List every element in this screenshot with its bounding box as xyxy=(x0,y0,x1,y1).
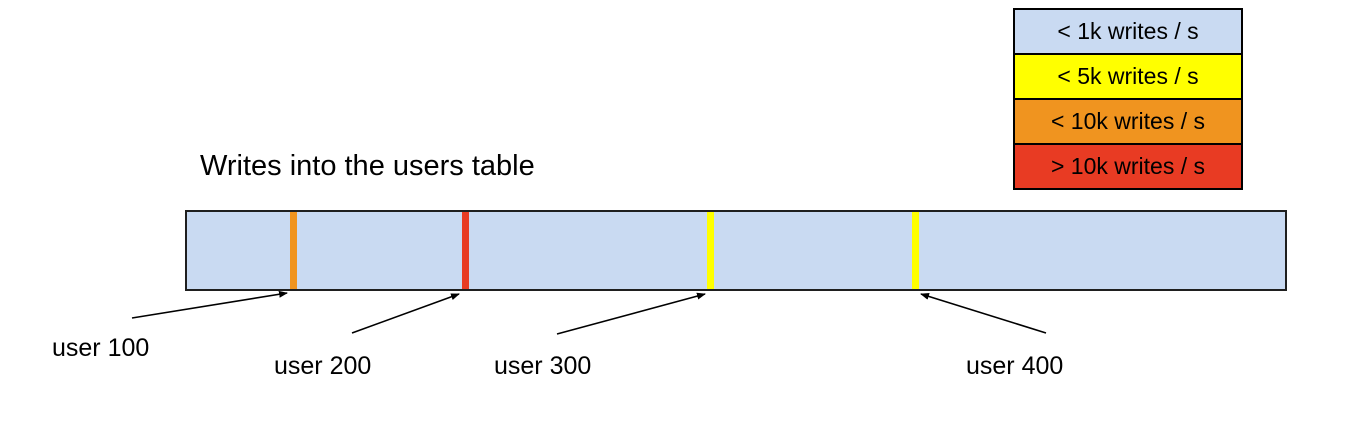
marker-user-200 xyxy=(462,212,469,289)
legend-item-gt-10k: > 10k writes / s xyxy=(1013,143,1243,190)
legend-item-lt-5k: < 5k writes / s xyxy=(1013,53,1243,100)
legend-item-lt-5k-label: < 5k writes / s xyxy=(1057,63,1199,89)
marker-user-300 xyxy=(707,212,714,289)
arrow-user-100 xyxy=(131,290,288,319)
arrow-user-200 xyxy=(351,293,460,334)
legend-item-lt-1k: < 1k writes / s xyxy=(1013,8,1243,55)
arrow-user-400 xyxy=(920,293,1047,334)
users-table-bar xyxy=(185,210,1287,291)
marker-user-100 xyxy=(290,212,297,289)
legend-item-gt-10k-label: > 10k writes / s xyxy=(1050,153,1206,179)
marker-user-400 xyxy=(912,212,919,289)
label-user-300: user 300 xyxy=(494,352,592,380)
diagram-title: Writes into the users table xyxy=(200,150,535,182)
legend-item-lt-10k: < 10k writes / s xyxy=(1013,98,1243,145)
label-user-100: user 100 xyxy=(52,334,150,362)
legend: < 1k writes / s < 5k writes / s < 10k wr… xyxy=(1013,8,1243,190)
label-user-400: user 400 xyxy=(966,352,1064,380)
legend-item-lt-10k-label: < 10k writes / s xyxy=(1050,108,1206,134)
arrow-user-300 xyxy=(556,292,706,335)
legend-item-lt-1k-label: < 1k writes / s xyxy=(1057,18,1199,44)
label-user-200: user 200 xyxy=(274,352,372,380)
